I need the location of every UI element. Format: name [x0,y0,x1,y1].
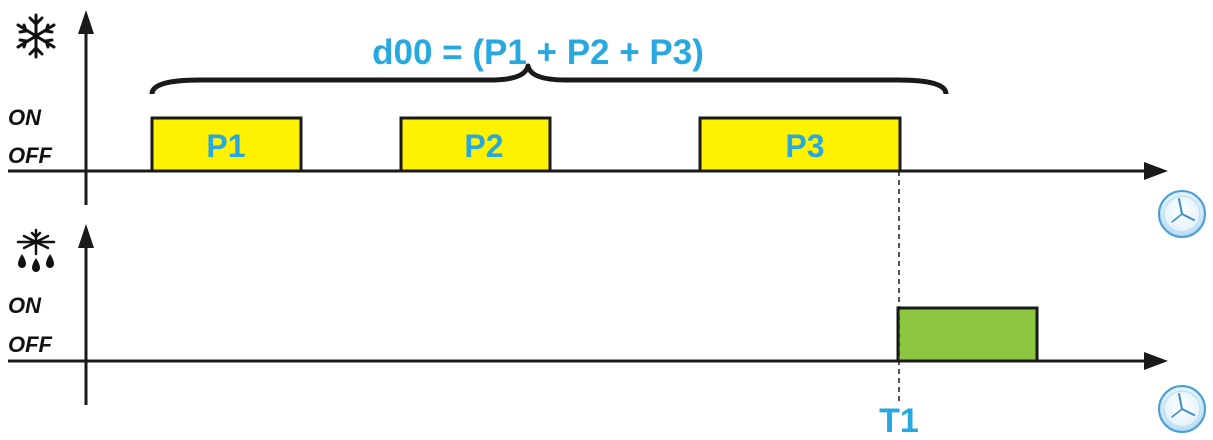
top-y-axis-arrow [78,10,94,34]
t1-marker-label: T1 [879,402,919,440]
top-block-p2: P2 [399,116,552,173]
top-on-label: ON [8,105,42,130]
bottom-x-axis-arrow [1144,352,1168,370]
top-block-p3: P3 [698,116,902,173]
bottom-block-defrost [896,306,1039,363]
bottom-on-label: ON [8,293,42,318]
bottom-timeline: ON OFF [8,224,1206,433]
snowflake-icon [16,13,56,59]
top-x-axis-arrow [1144,162,1168,180]
block-label: P2 [464,128,503,164]
curly-brace [149,63,949,95]
clock-icon [1158,385,1206,433]
defrost-icon [16,228,56,272]
bottom-y-axis-arrow [78,224,94,248]
top-timeline: ON OFF d00 = (P1 + P2 + P3) P1 P2 P3 [8,10,1206,238]
bottom-off-label: OFF [8,332,53,357]
top-off-label: OFF [8,143,53,168]
clock-icon [1158,190,1206,238]
block-label: P3 [785,128,824,164]
block-label: P1 [206,128,245,164]
formula-label: d00 = (P1 + P2 + P3) [372,33,704,72]
top-block-p1: P1 [150,116,303,173]
